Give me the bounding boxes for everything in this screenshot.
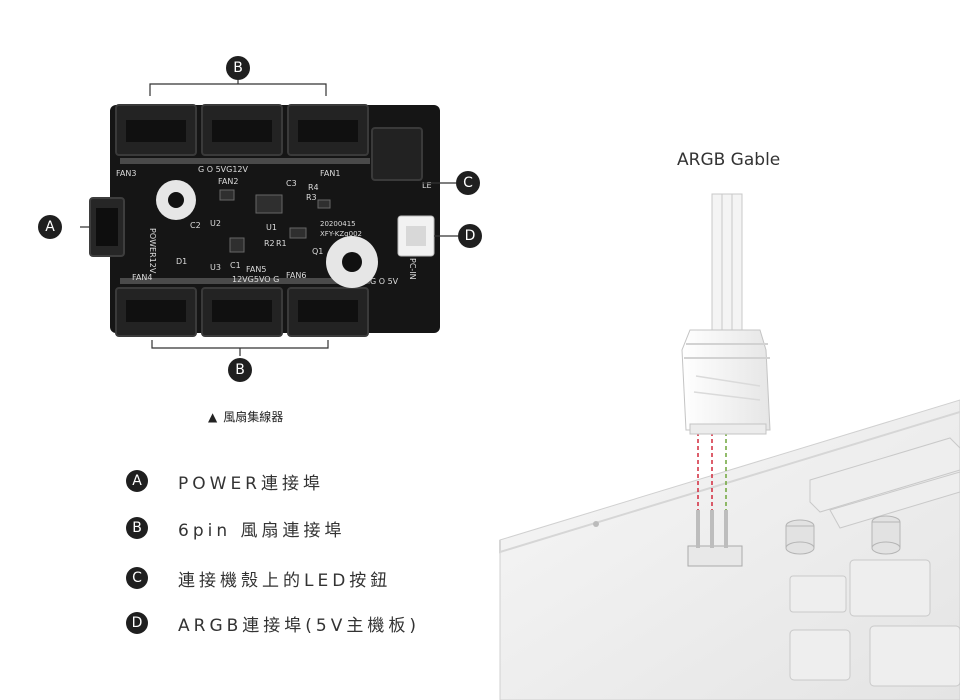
silk-c3: C3 (286, 179, 297, 188)
silk-fan2: FAN2 (218, 177, 238, 186)
silk-u1: U1 (266, 223, 277, 232)
callout-b-bottom: B (228, 358, 252, 382)
silk-fan1: FAN1 (320, 169, 340, 178)
silk-c2: C2 (190, 221, 201, 230)
bracket-b-top (149, 80, 327, 96)
cable-label: ARGB Gable (677, 150, 781, 170)
silk-d1: D1 (176, 257, 187, 266)
silk-code: XFY-KZg002 (320, 230, 362, 238)
silk-fan3: FAN3 (116, 169, 136, 178)
silk-r1: R1 (276, 239, 287, 248)
callout-a: A (38, 215, 62, 239)
legend-row-c: C 連接機殼上的LED按鈕 (126, 566, 392, 591)
legend-badge-a: A (126, 470, 148, 492)
silk-r4: R4 (308, 183, 319, 192)
silk-pwr: POWER12V (148, 228, 157, 274)
callout-c: C (456, 171, 480, 195)
silk-date: 20200415 (320, 220, 356, 228)
legend-badge-d: D (126, 612, 148, 634)
product-caption: ▲ 風扇集線器 (208, 408, 283, 425)
silk-le: LE (422, 181, 432, 190)
caption-text: 風扇集線器 (223, 410, 284, 424)
silk-r2: R2 (264, 239, 275, 248)
legend-row-d: D ARGB連接埠(5V主機板) (126, 611, 420, 636)
motherboard-illustration (499, 193, 960, 700)
argb-header (687, 510, 743, 567)
silk-u3: U3 (210, 263, 221, 272)
silk-pc-in: PC-IN (408, 258, 417, 280)
cable-wires (711, 193, 743, 331)
legend-row-a: A POWER連接埠 (126, 469, 324, 494)
legend-text-b: 6pin 風扇連接埠 (178, 520, 346, 541)
silk-volt-right: G O 5V (370, 277, 399, 286)
legend-badge-c: C (126, 567, 148, 589)
capacitors (785, 515, 901, 555)
legend-text-d: ARGB連接埠(5V主機板) (178, 615, 420, 636)
board-components (789, 437, 960, 687)
argb-plug (681, 329, 771, 435)
bracket-b-bottom (151, 340, 329, 356)
silk-r3: R3 (306, 193, 317, 202)
legend-text-c: 連接機殼上的LED按鈕 (178, 570, 392, 591)
legend-text-a: POWER連接埠 (178, 473, 324, 494)
silk-q1: Q1 (312, 247, 323, 256)
led-connector (371, 127, 423, 181)
legend-badge-b: B (126, 517, 148, 539)
silk-fan5: FAN5 (246, 265, 266, 274)
silk-c1: C1 (230, 261, 241, 270)
callout-b-top: B (226, 56, 250, 80)
legend-row-b: B 6pin 風扇連接埠 (126, 516, 346, 541)
callout-d: D (458, 224, 482, 248)
top-fan-connectors (115, 104, 369, 156)
silk-volt-top: G O 5VG12V (198, 165, 249, 174)
silk-u2: U2 (210, 219, 221, 228)
silk-fan6: FAN6 (286, 271, 306, 280)
triangle-icon: ▲ (208, 409, 218, 424)
silk-fan4: FAN4 (132, 273, 152, 282)
silk-volt-bottom: 12VG5VO G (232, 275, 279, 284)
fan-hub-board: FAN3 FAN2 FAN1 G O 5VG12V POWER12V FAN4 … (80, 80, 458, 356)
